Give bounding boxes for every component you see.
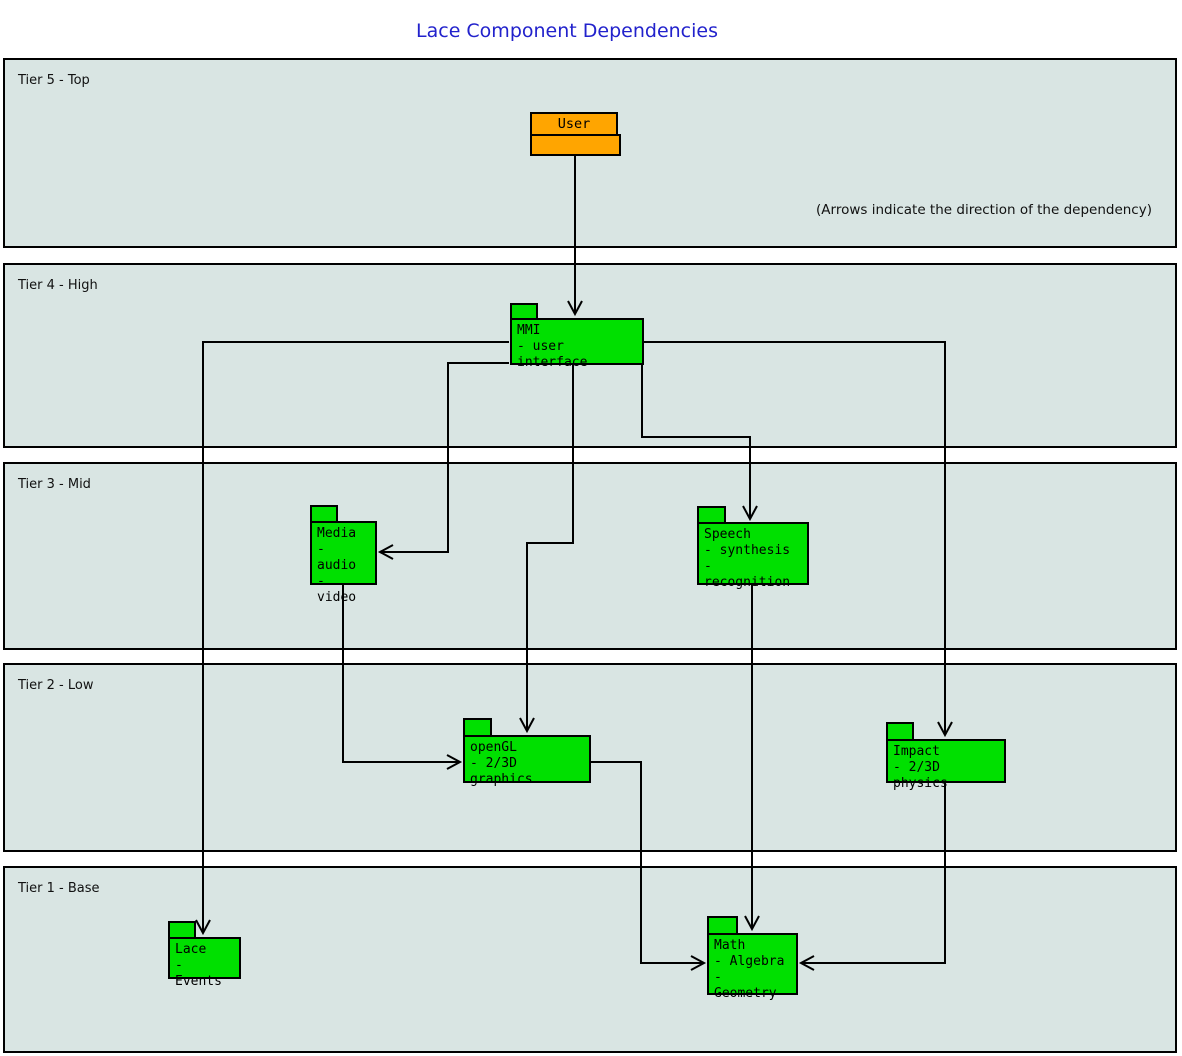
lace-name: Lace (175, 942, 207, 957)
media-detail-1: - audio (317, 542, 357, 573)
impact-body: Impact - 2/3D physics (886, 739, 1006, 791)
media-body: Media - audio - video (310, 521, 377, 605)
math-detail-2: - Geometry (714, 970, 777, 1001)
impact-name: Impact (893, 744, 940, 759)
dependency-direction-note: (Arrows indicate the direction of the de… (816, 202, 1152, 218)
tier-4-band: Tier 4 - High (3, 263, 1177, 448)
impact-detail: - 2/3D physics (893, 760, 948, 791)
tier-2-label: Tier 2 - Low (18, 678, 94, 693)
math-detail-1: - Algebra (714, 954, 785, 969)
mmi-name: MMI (517, 323, 541, 338)
tier-3-band: Tier 3 - Mid (3, 462, 1177, 650)
media-name: Media (317, 526, 357, 541)
speech-name: Speech (704, 527, 751, 542)
math-name: Math (714, 938, 746, 953)
opengl-body: openGL - 2/3D graphics (463, 735, 591, 787)
tier-4-label: Tier 4 - High (18, 278, 98, 293)
math-body: Math - Algebra - Geometry (707, 933, 798, 1001)
tier-5-label: Tier 5 - Top (18, 73, 90, 88)
opengl-name: openGL (470, 740, 517, 755)
speech-detail-2: - recognition (704, 559, 791, 590)
lace-detail: - Events (175, 958, 222, 989)
speech-body: Speech - synthesis - recognition (697, 522, 809, 590)
tier-3-label: Tier 3 - Mid (18, 477, 91, 492)
opengl-detail: - 2/3D graphics (470, 756, 533, 787)
media-detail-2: - video (317, 574, 357, 605)
mmi-detail: - user interface (517, 339, 588, 370)
user-applet-body (530, 134, 621, 156)
user-applet-label: User Applet (530, 112, 618, 152)
mmi-body: MMI - user interface (510, 318, 644, 370)
lace-body: Lace - Events (168, 937, 241, 989)
tier-1-label: Tier 1 - Base (18, 881, 100, 896)
speech-detail-1: - synthesis (704, 543, 791, 558)
diagram-title: Lace Component Dependencies (416, 20, 718, 42)
